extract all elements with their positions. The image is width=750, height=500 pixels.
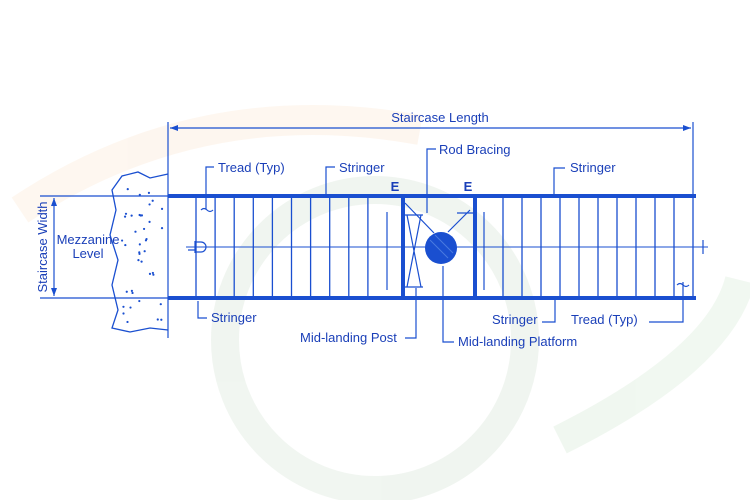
mezzanine-label-1: Mezzanine — [57, 232, 120, 247]
stringer-label-top-right: Stringer — [570, 160, 616, 175]
tread-label-right: Tread (Typ) — [571, 312, 638, 327]
length-label: Staircase Length — [391, 110, 489, 125]
e-label-right: E — [464, 179, 473, 194]
width-label: Staircase Width — [35, 201, 50, 292]
treads — [195, 198, 694, 296]
width-dimension — [40, 195, 168, 299]
e-label-left: E — [391, 179, 400, 194]
mid-landing-post-label: Mid-landing Post — [300, 330, 397, 345]
mezzanine-label-2: Level — [72, 246, 103, 261]
length-dimension — [167, 122, 694, 338]
tread-label-left: Tread (Typ) — [218, 160, 285, 175]
rod-bracing — [404, 202, 473, 288]
direction-arrow-icon — [188, 241, 207, 253]
mezzanine-wall — [109, 171, 169, 333]
leader-lines — [197, 148, 690, 343]
stringer-label-top-left: Stringer — [339, 160, 385, 175]
stringer-label-bottom-left: Stringer — [211, 310, 257, 325]
stringer-label-bottom-right: Stringer — [492, 312, 538, 327]
mid-landing-platform-column — [425, 232, 457, 264]
rod-bracing-label: Rod Bracing — [439, 142, 511, 157]
mid-landing-platform-label: Mid-landing Platform — [458, 334, 577, 349]
watermark-globe — [11, 105, 750, 500]
concrete-texture — [120, 188, 164, 324]
